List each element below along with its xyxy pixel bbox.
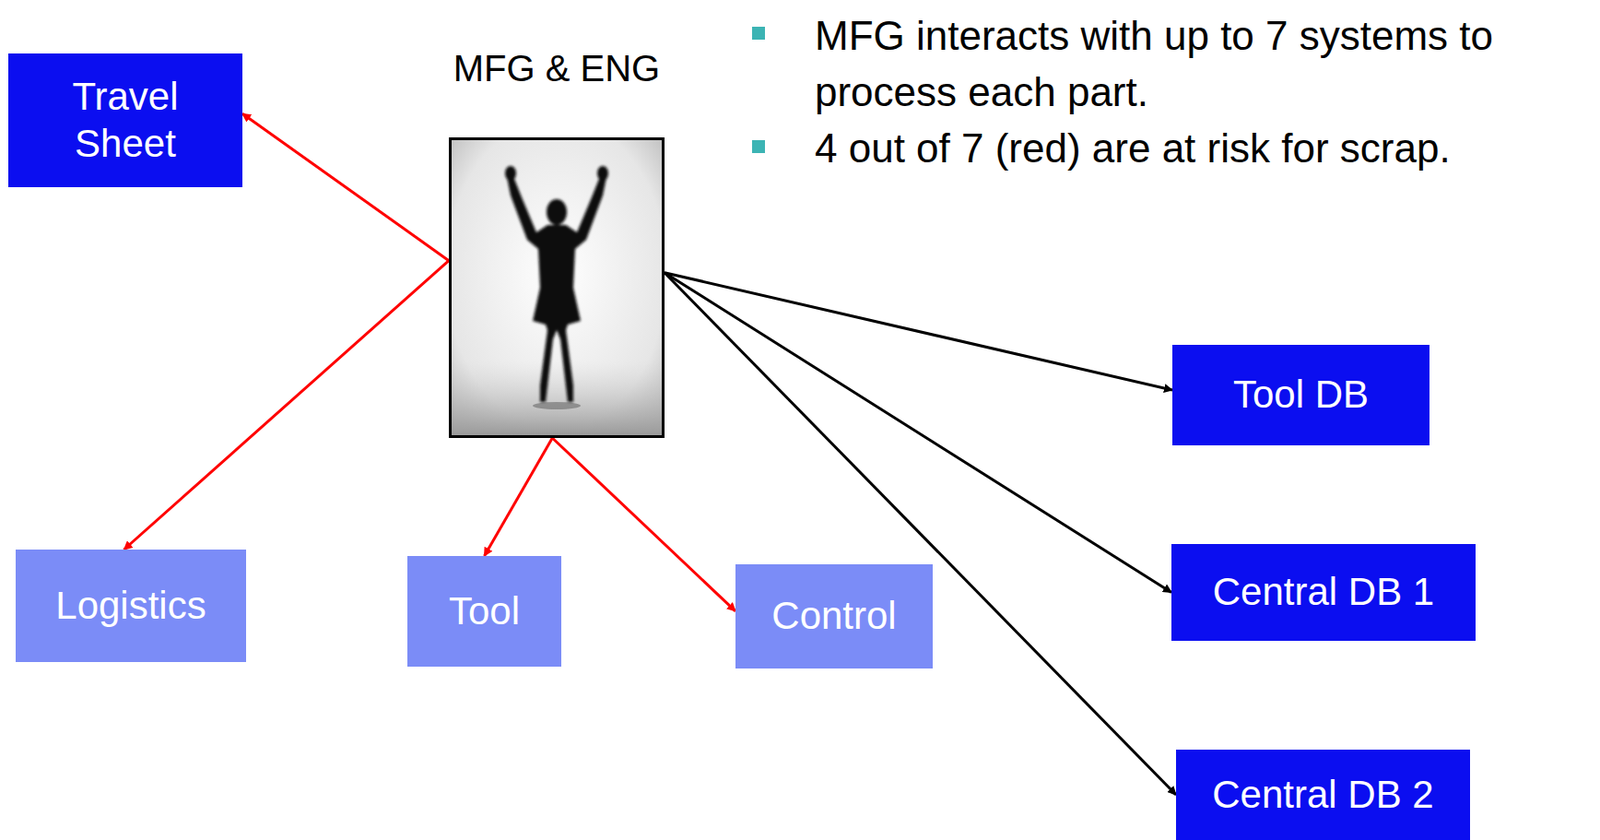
arrow-connector	[242, 113, 449, 260]
document-box: Travel Sheet	[8, 53, 243, 188]
node-heading: MFG & ENG	[453, 47, 660, 90]
system-box: Central DB 1	[1171, 543, 1476, 641]
box-label: Travel Sheet	[35, 73, 215, 167]
box-label: Logistics	[55, 582, 206, 629]
system-box: Control	[735, 564, 933, 669]
arrow-connector	[552, 437, 736, 612]
bullet-text: 4 out of 7 (red) are at risk for scrap.	[814, 119, 1594, 177]
bullet-square	[752, 140, 765, 153]
system-box: Logistics	[15, 549, 247, 662]
arrow-connector	[664, 272, 1177, 795]
arrow-connector	[484, 437, 553, 556]
arrow-connector	[664, 272, 1172, 593]
system-box: Tool DB	[1172, 344, 1430, 446]
box-label: Tool DB	[1233, 371, 1369, 418]
box-label: Tool	[448, 588, 520, 635]
box-label: Control	[771, 592, 896, 639]
box-label: Central DB 1	[1212, 568, 1435, 615]
system-box: Tool	[407, 555, 562, 667]
person-photo: MFG & ENG	[448, 137, 665, 438]
arrow-connector	[124, 260, 450, 550]
box-label: Central DB 2	[1211, 771, 1434, 818]
system-box: Central DB 2	[1176, 749, 1471, 840]
bullet-square	[752, 26, 765, 40]
silhouette-illustration	[451, 140, 662, 436]
bullet-text: MFG interacts with up to 7 systems to pr…	[814, 7, 1594, 120]
arrow-connector	[664, 272, 1173, 390]
